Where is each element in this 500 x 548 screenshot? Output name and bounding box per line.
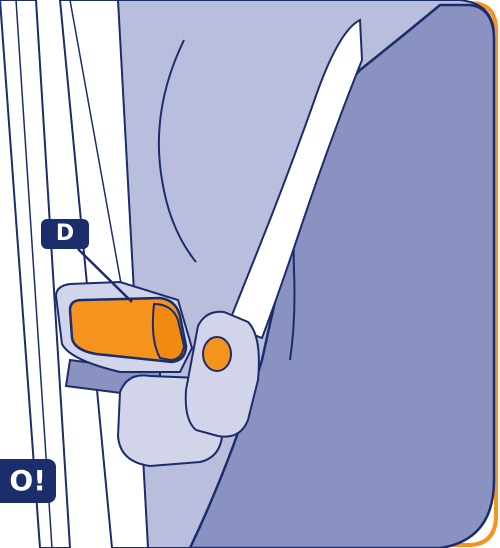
orange-button-icon bbox=[203, 337, 231, 371]
side-connector bbox=[186, 312, 259, 437]
callout-label-d: D bbox=[41, 219, 89, 249]
corner-badge: O! bbox=[0, 459, 56, 503]
